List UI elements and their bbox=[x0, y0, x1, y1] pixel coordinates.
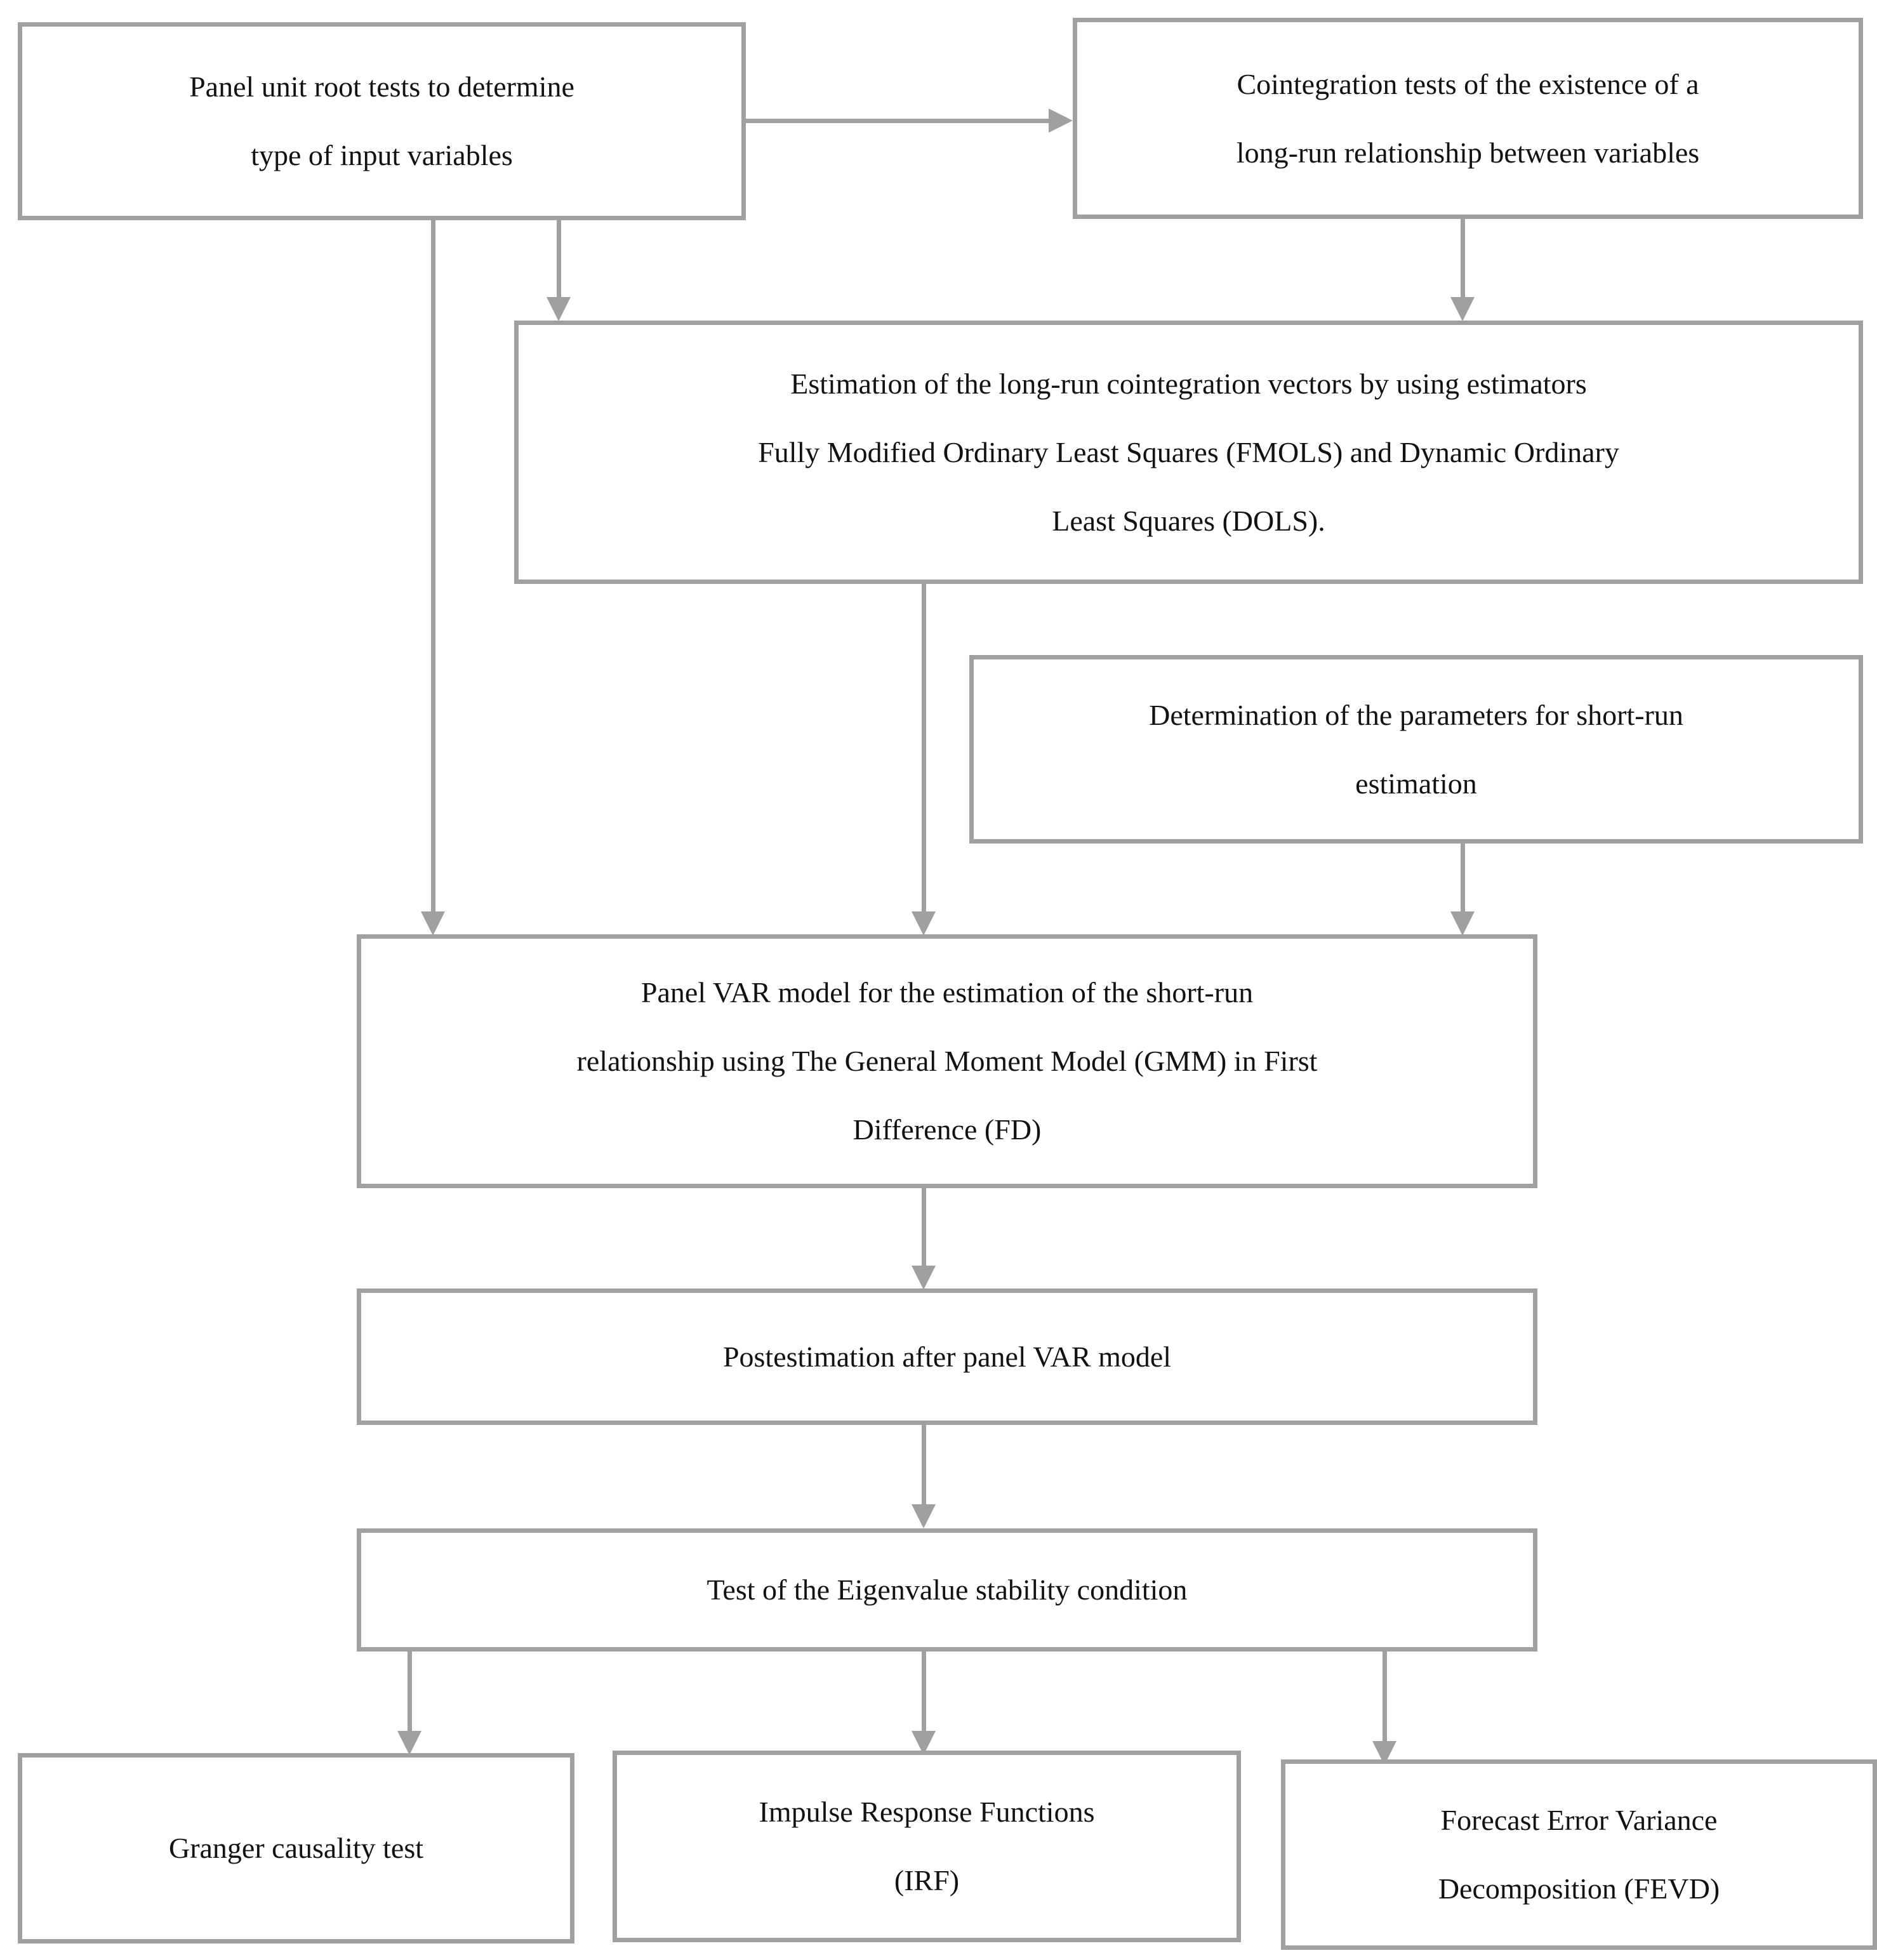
node-line: long-run relationship between variables bbox=[1236, 136, 1700, 169]
node-line: Difference (FD) bbox=[852, 1113, 1042, 1146]
edge-postestimation-to-eigenvalue-arrowhead bbox=[912, 1504, 936, 1528]
node-line: Panel unit root tests to determine bbox=[189, 70, 574, 103]
edge-cointegration-to-estimation-line bbox=[1461, 215, 1465, 298]
edge-unitroot-to-estimation-line bbox=[557, 216, 561, 298]
node-panel-unit-root-tests[interactable]: Panel unit root tests to determine type … bbox=[18, 22, 746, 220]
node-line: Impulse Response Functions bbox=[759, 1796, 1095, 1828]
node-impulse-response[interactable]: Impulse Response Functions (IRF) bbox=[613, 1751, 1241, 1942]
node-line: Estimation of the long-run cointegration… bbox=[790, 367, 1587, 400]
node-short-run-parameters[interactable]: Determination of the parameters for shor… bbox=[969, 655, 1863, 844]
edge-unitroot-to-panelvar-arrowhead bbox=[421, 911, 445, 936]
edge-eigenvalue-to-granger-arrowhead bbox=[397, 1731, 421, 1755]
node-cointegration-tests[interactable]: Cointegration tests of the existence of … bbox=[1073, 18, 1863, 219]
edge-eigenvalue-to-fevd-line bbox=[1383, 1647, 1387, 1742]
node-line: estimation bbox=[1355, 767, 1477, 800]
edge-panelvar-to-postestimation-arrowhead bbox=[912, 1266, 936, 1290]
node-long-run-estimation[interactable]: Estimation of the long-run cointegration… bbox=[514, 321, 1863, 584]
node-line: Determination of the parameters for shor… bbox=[1149, 698, 1683, 731]
node-line: relationship using The General Moment Mo… bbox=[576, 1045, 1318, 1077]
node-line: Test of the Eigenvalue stability conditi… bbox=[706, 1573, 1188, 1606]
node-line: Least Squares (DOLS). bbox=[1052, 504, 1325, 537]
node-line: Cointegration tests of the existence of … bbox=[1237, 67, 1699, 100]
edge-shortrun-to-panelvar-arrowhead bbox=[1450, 911, 1475, 936]
edge-unitroot-to-panelvar-line bbox=[431, 216, 435, 913]
node-line: (IRF) bbox=[894, 1864, 960, 1897]
edge-panelvar-to-postestimation-line bbox=[922, 1183, 926, 1267]
edge-estimation-to-panelvar-line bbox=[922, 579, 926, 913]
node-forecast-error-variance[interactable]: Forecast Error Variance Decomposition (F… bbox=[1281, 1759, 1877, 1950]
node-line: type of input variables bbox=[251, 139, 513, 171]
edge-estimation-to-panelvar-arrowhead bbox=[912, 911, 936, 936]
edge-postestimation-to-eigenvalue-line bbox=[922, 1420, 926, 1506]
edge-unitroot-to-cointegration-line bbox=[741, 119, 1049, 123]
edge-unitroot-to-cointegration-arrowhead bbox=[1049, 109, 1073, 133]
node-eigenvalue-stability[interactable]: Test of the Eigenvalue stability conditi… bbox=[357, 1528, 1537, 1652]
node-line: Postestimation after panel VAR model bbox=[722, 1340, 1172, 1373]
edge-unitroot-to-estimation-arrowhead bbox=[547, 297, 571, 321]
edge-eigenvalue-to-granger-line bbox=[408, 1647, 412, 1732]
edge-cointegration-to-estimation-arrowhead bbox=[1450, 297, 1475, 321]
edge-eigenvalue-to-irf-line bbox=[922, 1647, 926, 1732]
node-line: Granger causality test bbox=[168, 1832, 424, 1864]
node-line: Fully Modified Ordinary Least Squares (F… bbox=[758, 435, 1619, 468]
edge-shortrun-to-panelvar-line bbox=[1461, 839, 1465, 913]
node-postestimation[interactable]: Postestimation after panel VAR model bbox=[357, 1288, 1537, 1425]
node-line: Forecast Error Variance bbox=[1440, 1804, 1718, 1836]
node-granger-causality[interactable]: Granger causality test bbox=[18, 1753, 574, 1943]
node-line: Panel VAR model for the estimation of th… bbox=[640, 976, 1254, 1009]
node-line: Decomposition (FEVD) bbox=[1438, 1872, 1720, 1905]
node-panel-var-model[interactable]: Panel VAR model for the estimation of th… bbox=[357, 934, 1537, 1188]
